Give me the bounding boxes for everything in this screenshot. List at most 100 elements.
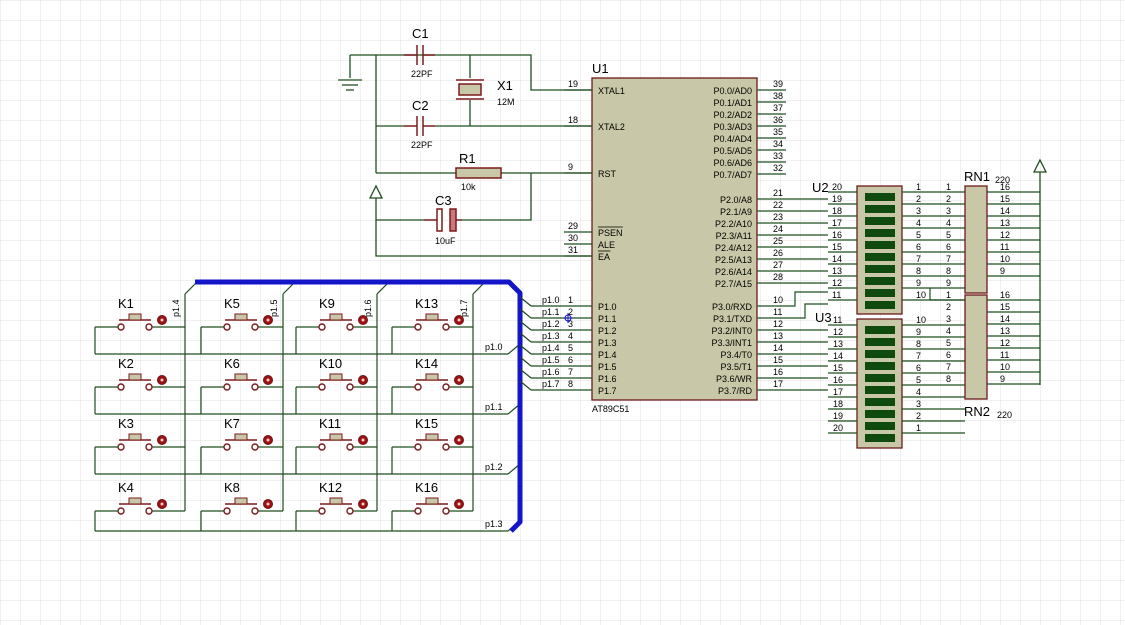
switch-indicator-highlight — [266, 502, 270, 506]
switch-contact-icon — [251, 323, 259, 331]
led-segment — [865, 386, 895, 394]
bus-net-label: p1.1 — [542, 307, 560, 317]
u2-pin-number: 20 — [832, 182, 842, 192]
switch-contact-icon — [223, 323, 231, 331]
switch-contact-icon — [442, 443, 450, 451]
c3-ref: C3 — [435, 193, 452, 208]
switch-indicator-highlight — [457, 378, 461, 382]
led-segment — [865, 217, 895, 225]
switch-actuator — [329, 373, 343, 381]
u2-pin-number: 8 — [916, 266, 921, 276]
key-label: K3 — [118, 416, 134, 431]
rn2-pin-number: 5 — [946, 338, 951, 348]
switch-contact-icon — [251, 383, 259, 391]
p3-1-wire — [786, 303, 828, 319]
u1-pin-number: 12 — [773, 319, 783, 329]
rn1-pin-number: 9 — [946, 278, 951, 288]
switch-contact-icon — [145, 443, 153, 451]
led-segment — [865, 350, 895, 358]
key-label: K4 — [118, 480, 134, 495]
u3-pin-number: 6 — [916, 363, 921, 373]
u1-pin-name: P3.5/T1 — [720, 362, 752, 372]
key-label: K11 — [319, 416, 341, 431]
rn1-pin-number: 14 — [1000, 206, 1010, 216]
keypad-bus-entry — [184, 282, 197, 295]
key-label: K6 — [224, 356, 240, 371]
rn1-body — [964, 185, 988, 294]
u3-pin-number: 13 — [833, 339, 843, 349]
u1-pin-name: P2.0/A8 — [720, 195, 752, 205]
switch-contact-icon — [318, 443, 326, 451]
switch-indicator-highlight — [361, 318, 365, 322]
u3-pin-number: 1 — [916, 423, 921, 433]
p1-bus-entry — [519, 296, 532, 307]
u2-pin-number: 18 — [832, 206, 842, 216]
u1-pin-name: P0.1/AD1 — [713, 98, 752, 108]
switch-indicator-highlight — [160, 502, 164, 506]
led-segment — [865, 253, 895, 261]
u1-pin-name: P2.2/A10 — [715, 219, 752, 229]
u1-pin-number: 32 — [773, 163, 783, 173]
capacitor-c1 — [404, 45, 435, 65]
switch-actuator — [329, 433, 343, 441]
u1-pin-name: P0.6/AD6 — [713, 158, 752, 168]
u3-pin-number: 11 — [833, 315, 842, 325]
led-segment — [865, 374, 895, 382]
rn1-ref: RN1 — [964, 169, 990, 184]
u3-pin-number: 20 — [833, 423, 843, 433]
switch-indicator-highlight — [160, 378, 164, 382]
u2-pin-number: 11 — [832, 290, 841, 300]
p3-0-wire — [786, 291, 828, 307]
switch-contact-icon — [442, 507, 450, 515]
led-segment — [865, 338, 895, 346]
u1-pin-number: 16 — [773, 367, 783, 377]
rn1-pin-number: 2 — [946, 194, 951, 204]
u1-pin-name: P2.4/A12 — [715, 243, 752, 253]
switch-actuator — [128, 313, 142, 321]
u1-pin-name: XTAL1 — [598, 86, 625, 96]
rn1-pin-number: 4 — [946, 218, 951, 228]
u1-pin-name: P3.6/WR — [716, 374, 753, 384]
rn2-pin-number: 15 — [1000, 302, 1010, 312]
u1-pin-number: 24 — [773, 224, 783, 234]
bus-links: p1.0p1.1p1.2p1.3p1.4p1.5p1.6p1.7 — [519, 295, 564, 391]
resistor-r1 — [455, 167, 502, 179]
rn2-pin-number: 1 — [946, 290, 951, 300]
u3-pin-number: 15 — [833, 363, 843, 373]
rn1-pin-number: 7 — [946, 254, 951, 264]
key-label: K5 — [224, 296, 240, 311]
switch-indicator-highlight — [266, 318, 270, 322]
rn1-pin-number: 1 — [946, 182, 951, 192]
switch-indicator-highlight — [160, 318, 164, 322]
switch-contact-icon — [117, 443, 125, 451]
u1-pin-name: RST — [598, 169, 617, 179]
rn2-pin-number: 13 — [1000, 326, 1010, 336]
p1-bus-entry — [519, 368, 532, 379]
p1-bus-entry — [519, 320, 532, 331]
probe-marker-icon — [563, 313, 573, 323]
rn1-pin-number: 10 — [1000, 254, 1010, 264]
u2-pin-number: 15 — [832, 242, 842, 252]
switch-actuator — [234, 373, 248, 381]
rn2-value: 220 — [997, 410, 1012, 420]
switch-indicator-highlight — [457, 318, 461, 322]
rn2-pin-number: 4 — [946, 326, 951, 336]
u1-pin-name: P2.6/A14 — [715, 267, 752, 277]
keypad-row-net: p1.3 — [485, 519, 503, 529]
u1-pin-number: 31 — [568, 245, 578, 255]
bus-net-label: p1.7 — [542, 379, 560, 389]
key-label: K8 — [224, 480, 240, 495]
keypad-row-net: p1.0 — [485, 342, 503, 352]
u1-pin-number: 2 — [568, 307, 573, 317]
switch-contact-icon — [223, 443, 231, 451]
u1-pin-name: P1.2 — [598, 326, 617, 336]
u2-pin-number: 6 — [916, 242, 921, 252]
switch-contact-icon — [251, 443, 259, 451]
u3-pin-number: 9 — [916, 327, 921, 337]
p1-bus-entry — [519, 356, 532, 367]
keypad-bus-entry — [472, 282, 485, 295]
switch-actuator — [128, 497, 142, 505]
u1-pin-number: 10 — [773, 295, 783, 305]
